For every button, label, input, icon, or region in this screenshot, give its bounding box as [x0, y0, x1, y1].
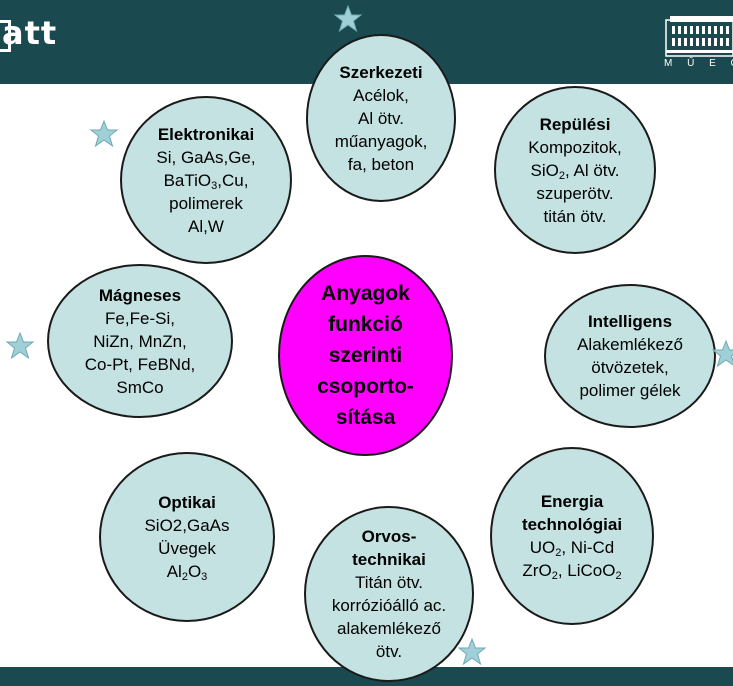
text-part: , LiCoO — [557, 561, 616, 580]
center-line: sítása — [335, 406, 396, 429]
group-line: ötv. — [375, 642, 403, 661]
university-text: M Ű E G Y — [664, 58, 733, 69]
university-building-icon — [665, 16, 733, 57]
subscript: 2 — [615, 570, 622, 582]
group-line: titán ötv. — [543, 206, 607, 226]
text-part: ZrO — [522, 561, 552, 580]
group-line: Al2O3 — [167, 560, 208, 583]
group-title: Intelligens — [587, 312, 673, 331]
group-line: Kompozitok, — [528, 137, 622, 157]
group-line: Acélok, — [353, 85, 409, 105]
group-line: műanyagok, — [334, 131, 428, 151]
group-line: ötvözetek, — [591, 358, 669, 377]
center-line: szerinti — [328, 344, 403, 367]
star-icon — [89, 119, 119, 148]
text-part: SiO — [530, 160, 559, 180]
group-line: Si, GaAs,Ge, — [156, 147, 256, 167]
group-line: polimer gélek — [579, 381, 681, 400]
group-line: BaTiO3,Cu, — [164, 169, 249, 192]
text-part: O — [187, 562, 202, 581]
text-part: BaTiO — [163, 170, 212, 190]
star-icon — [711, 339, 733, 368]
center-line: funkció — [328, 313, 403, 336]
group-line: fa, beton — [347, 154, 415, 174]
subscript: 2 — [555, 547, 562, 559]
group-title: Orvos- — [361, 527, 417, 546]
group-line: SiO2,GaAs — [144, 516, 230, 535]
group-line: szuperötv. — [536, 183, 614, 203]
group-line: SiO2, Al ötv. — [531, 159, 620, 182]
text-part: UO — [529, 538, 556, 557]
group-line: korrózióálló ac. — [331, 596, 447, 615]
group-elektronikai: Elektronikai Si, GaAs,Ge, BaTiO3,Cu, pol… — [120, 96, 292, 264]
subscript: 3 — [201, 571, 208, 583]
group-line: Fe,Fe-Si, — [105, 308, 175, 328]
group-energia: Energia technológiai UO2, Ni-Cd ZrO2, Li… — [490, 447, 654, 625]
subscript: 3 — [211, 179, 218, 192]
star-icon — [457, 637, 487, 666]
group-title: Mágneses — [98, 285, 182, 305]
logo-bracket-icon — [0, 20, 11, 52]
group-line: Alakemlékező — [577, 335, 683, 354]
group-repulesi: Repülési Kompozitok, SiO2, Al ötv. szupe… — [494, 86, 656, 254]
center-title-circle: Anyagok funkció szerinti csoporto- sítás… — [278, 255, 453, 456]
group-line: UO2, Ni-Cd — [530, 536, 615, 559]
group-line: NiZn, MnZn, — [93, 331, 187, 351]
logo-text: att — [2, 14, 58, 52]
star-icon — [5, 331, 35, 360]
group-optikai: Optikai SiO2,GaAs Üvegek Al2O3 — [99, 452, 275, 622]
group-line: Co-Pt, FeBNd, — [84, 354, 196, 374]
center-line: Anyagok — [321, 282, 410, 305]
group-line: Titán ötv. — [354, 573, 424, 592]
text-part: , Al ötv. — [564, 160, 620, 180]
group-intelligens: Intelligens Alakemlékező ötvözetek, poli… — [544, 284, 716, 428]
text-part: ,Cu, — [217, 170, 249, 190]
text-part: , Ni-Cd — [561, 538, 615, 557]
group-title: technológiai — [521, 515, 623, 534]
group-orvostechnikai: Orvos- technikai Titán ötv. korrózióálló… — [304, 506, 474, 682]
group-line: ZrO2, LiCoO2 — [522, 559, 621, 582]
subscript: 2 — [181, 571, 188, 583]
group-line: Üvegek — [158, 539, 216, 558]
group-title: Repülési — [539, 114, 611, 134]
star-icon — [333, 4, 363, 33]
subscript: 2 — [558, 169, 565, 182]
group-magneses: Mágneses Fe,Fe-Si, NiZn, MnZn, Co-Pt, Fe… — [47, 264, 233, 418]
subscript: 2 — [551, 570, 558, 582]
group-line: polimerek — [169, 193, 243, 213]
group-line: Al ötv. — [358, 108, 404, 128]
group-szerkezeti: Szerkezeti Acélok, Al ötv. műanyagok, fa… — [306, 34, 456, 202]
group-title: technikai — [352, 550, 426, 569]
text-part: Al — [166, 562, 182, 581]
center-line: csoporto- — [317, 375, 414, 398]
group-line: Al,W — [188, 216, 224, 236]
group-title: Energia — [540, 492, 604, 511]
group-title: Szerkezeti — [339, 62, 423, 82]
group-line: SmCo — [116, 377, 164, 397]
group-line: alakemlékező — [337, 619, 441, 638]
group-title: Elektronikai — [157, 124, 255, 144]
group-title: Optikai — [158, 493, 216, 512]
